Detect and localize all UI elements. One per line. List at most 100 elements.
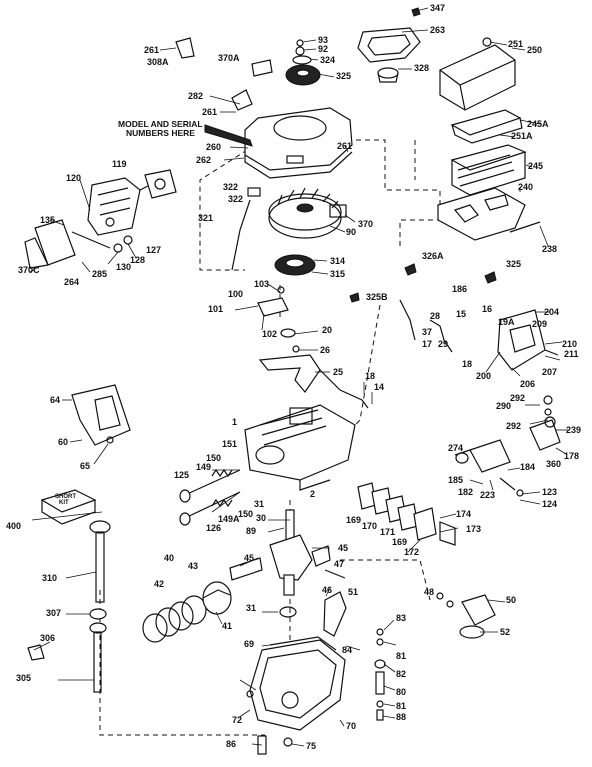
callout-245A[interactable]: 245A	[527, 119, 549, 129]
callout-321[interactable]: 321	[198, 213, 214, 223]
callout-325[interactable]: 325	[336, 71, 352, 81]
callout-370[interactable]: 370	[358, 219, 374, 229]
callout-83[interactable]: 83	[396, 613, 407, 623]
callout-82[interactable]: 82	[396, 669, 407, 679]
callout-52[interactable]: 52	[500, 627, 511, 637]
callout-80[interactable]: 80	[396, 687, 407, 697]
callout-86[interactable]: 86	[226, 739, 237, 749]
callout-151[interactable]: 151	[222, 439, 238, 449]
callout-178[interactable]: 178	[564, 451, 580, 461]
callout-150b[interactable]: 150	[238, 509, 254, 519]
callout-64[interactable]: 64	[50, 395, 61, 405]
callout-45b[interactable]: 45	[338, 543, 349, 553]
callout-31[interactable]: 31	[246, 603, 257, 613]
callout-125[interactable]: 125	[174, 470, 190, 480]
callout-17[interactable]: 17	[422, 339, 433, 349]
callout-120[interactable]: 120	[66, 173, 82, 183]
callout-51[interactable]: 51	[348, 587, 359, 597]
callout-50[interactable]: 50	[506, 595, 517, 605]
callout-308A[interactable]: 308A	[147, 57, 169, 67]
callout-169b[interactable]: 169	[392, 537, 408, 547]
callout-45[interactable]: 45	[244, 553, 255, 563]
callout-305[interactable]: 305	[16, 673, 32, 683]
callout-103[interactable]: 103	[254, 279, 270, 289]
callout-93[interactable]: 93	[318, 35, 329, 45]
callout-30[interactable]: 30	[256, 513, 267, 523]
callout-328[interactable]: 328	[414, 63, 430, 73]
callout-360[interactable]: 360	[546, 459, 562, 469]
callout-128[interactable]: 128	[130, 255, 146, 265]
callout-238[interactable]: 238	[542, 244, 558, 254]
callout-326A[interactable]: 326A	[422, 251, 444, 261]
callout-239[interactable]: 239	[566, 425, 582, 435]
callout-15[interactable]: 15	[456, 309, 467, 319]
callout-184[interactable]: 184	[520, 462, 536, 472]
callout-173[interactable]: 173	[466, 524, 482, 534]
callout-26[interactable]: 26	[320, 345, 331, 355]
callout-285[interactable]: 285	[92, 269, 108, 279]
callout-72[interactable]: 72	[232, 715, 243, 725]
callout-186[interactable]: 186	[452, 284, 468, 294]
callout-101[interactable]: 101	[208, 304, 224, 314]
callout-250[interactable]: 250	[527, 45, 543, 55]
callout-210[interactable]: 210	[562, 339, 578, 349]
callout-19A[interactable]: 19A	[498, 317, 515, 327]
callout-282[interactable]: 282	[188, 91, 204, 101]
callout-18b[interactable]: 18	[462, 359, 473, 369]
callout-81b[interactable]: 81	[396, 701, 407, 711]
callout-174[interactable]: 174	[456, 509, 472, 519]
callout-48[interactable]: 48	[424, 587, 435, 597]
callout-325B[interactable]: 325B	[366, 292, 388, 302]
callout-240[interactable]: 240	[518, 182, 534, 192]
callout-263[interactable]: 263	[430, 25, 446, 35]
callout-29[interactable]: 29	[438, 339, 449, 349]
callout-42[interactable]: 42	[154, 579, 165, 589]
callout-150[interactable]: 150	[206, 453, 222, 463]
callout-204[interactable]: 204	[544, 307, 560, 317]
callout-25[interactable]: 25	[333, 367, 344, 377]
callout-262[interactable]: 262	[196, 155, 212, 165]
callout-370A[interactable]: 370A	[218, 53, 240, 63]
callout-20[interactable]: 20	[322, 325, 333, 335]
callout-14[interactable]: 14	[374, 382, 385, 392]
callout-245[interactable]: 245	[528, 161, 544, 171]
callout-292b[interactable]: 292	[506, 421, 522, 431]
callout-84[interactable]: 84	[342, 645, 353, 655]
callout-170[interactable]: 170	[362, 521, 378, 531]
callout-310[interactable]: 310	[42, 573, 58, 583]
callout-37[interactable]: 37	[422, 327, 433, 337]
callout-18[interactable]: 18	[365, 371, 376, 381]
callout-130[interactable]: 130	[116, 262, 132, 272]
callout-81[interactable]: 81	[396, 651, 407, 661]
callout-274[interactable]: 274	[448, 443, 464, 453]
callout-70[interactable]: 70	[346, 721, 357, 731]
callout-102[interactable]: 102	[262, 329, 278, 339]
callout-46[interactable]: 46	[322, 585, 333, 595]
callout-41[interactable]: 41	[222, 621, 233, 631]
callout-43[interactable]: 43	[188, 561, 199, 571]
callout-251[interactable]: 251	[508, 39, 524, 49]
callout-31b[interactable]: 31	[254, 499, 265, 509]
callout-260[interactable]: 260	[206, 142, 222, 152]
callout-182[interactable]: 182	[458, 487, 474, 497]
callout-370C[interactable]: 370C	[18, 265, 40, 275]
callout-149[interactable]: 149	[196, 462, 212, 472]
callout-292a[interactable]: 292	[510, 393, 526, 403]
callout-223[interactable]: 223	[480, 490, 496, 500]
callout-315[interactable]: 315	[330, 269, 346, 279]
callout-123[interactable]: 123	[542, 487, 558, 497]
callout-135[interactable]: 135	[40, 215, 56, 225]
callout-47[interactable]: 47	[334, 559, 345, 569]
callout-314[interactable]: 314	[330, 256, 346, 266]
callout-207[interactable]: 207	[542, 367, 558, 377]
callout-322b[interactable]: 322	[228, 194, 244, 204]
callout-261a[interactable]: 261	[144, 45, 160, 55]
callout-206[interactable]: 206	[520, 379, 536, 389]
callout-324[interactable]: 324	[320, 55, 336, 65]
callout-325b[interactable]: 325	[506, 259, 522, 269]
callout-307[interactable]: 307	[46, 608, 62, 618]
callout-1[interactable]: 1	[232, 417, 238, 427]
callout-60[interactable]: 60	[58, 437, 69, 447]
callout-322a[interactable]: 322	[223, 182, 239, 192]
callout-69[interactable]: 69	[244, 639, 255, 649]
